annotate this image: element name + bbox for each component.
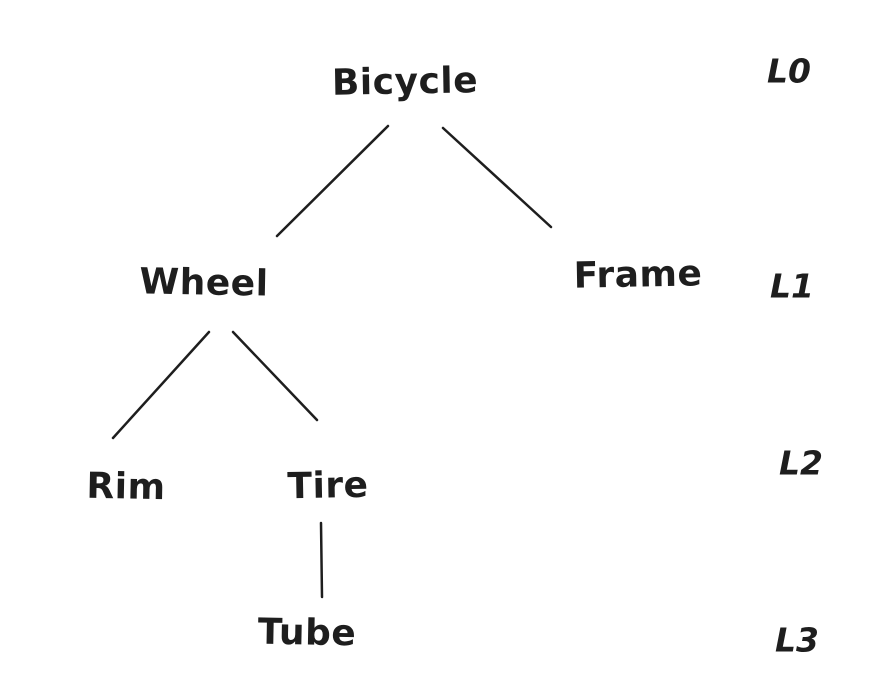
tree-node-wheel: Wheel bbox=[139, 261, 269, 305]
edge-wheel-rim bbox=[111, 330, 211, 440]
level-label-l3: L3 bbox=[775, 620, 819, 660]
level-label-l2: L2 bbox=[779, 443, 823, 483]
tree-node-tire: Tire bbox=[287, 464, 369, 508]
edge-bicycle-wheel bbox=[275, 124, 390, 238]
tree-node-tube: Tube bbox=[257, 611, 357, 655]
tree-node-bicycle: Bicycle bbox=[331, 60, 479, 104]
level-label-l1: L1 bbox=[770, 266, 814, 306]
level-label-l0: L0 bbox=[767, 51, 811, 91]
edge-wheel-tire bbox=[231, 330, 319, 422]
edge-bicycle-frame bbox=[441, 126, 553, 229]
tree-node-rim: Rim bbox=[86, 465, 166, 509]
tree-node-frame: Frame bbox=[573, 253, 703, 297]
edge-tire-tube bbox=[319, 521, 324, 599]
